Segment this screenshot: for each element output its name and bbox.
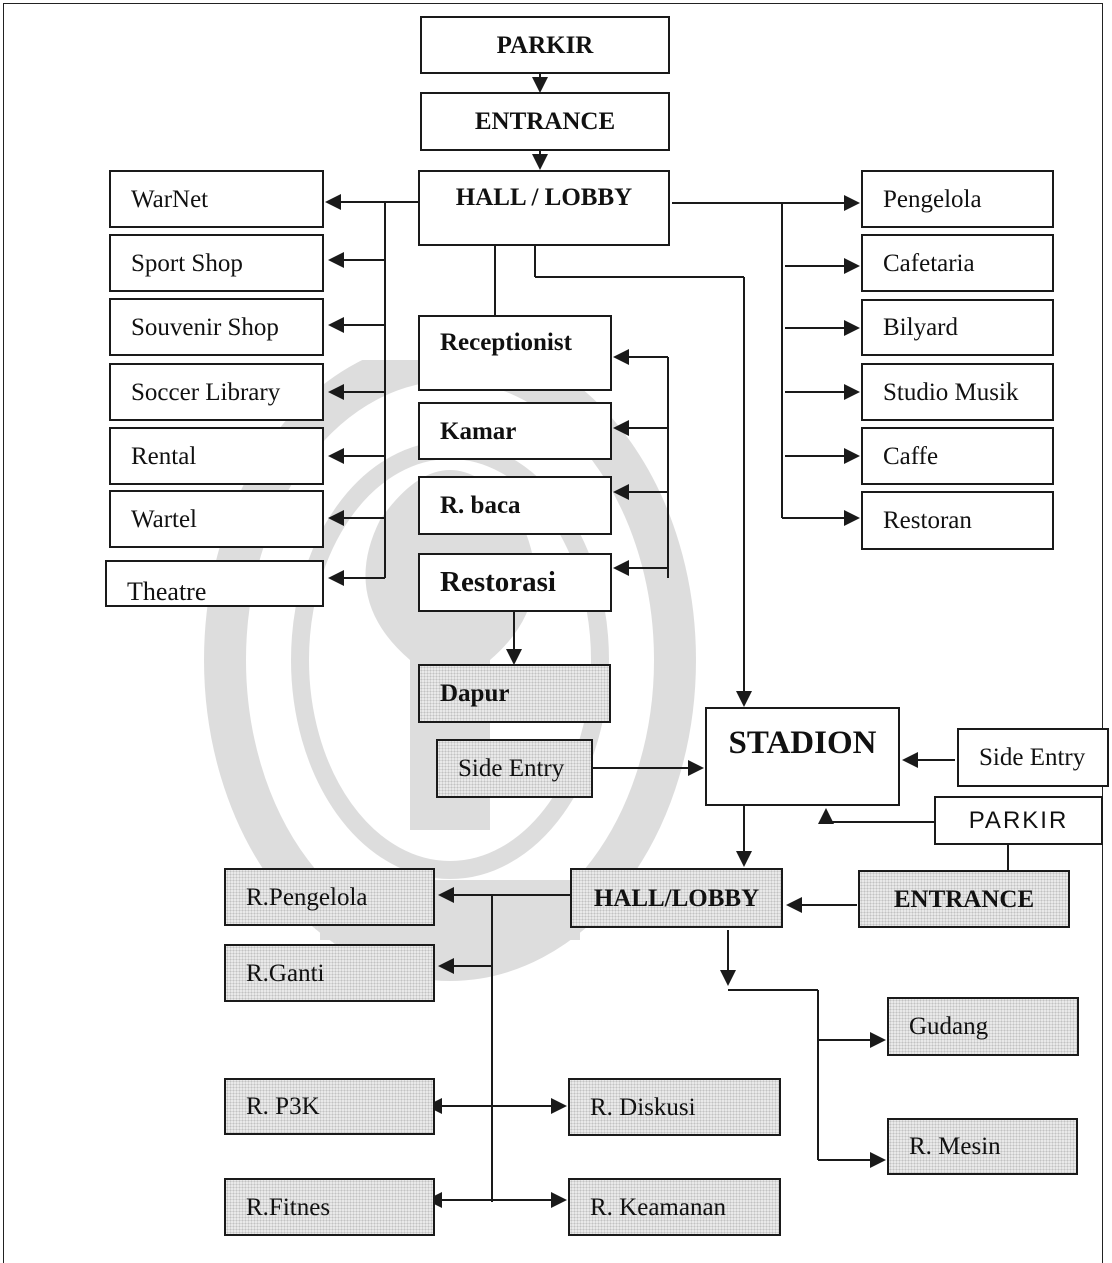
right-facility-cafetaria: Cafetaria — [861, 234, 1054, 292]
right-facility-pengelola: Pengelola — [861, 170, 1054, 228]
left-facility-warnet: WarNet — [109, 170, 324, 228]
left-facility-theatre: Theatre — [105, 560, 324, 607]
side-entry-right-box: Side Entry — [957, 728, 1109, 787]
parkir-bottom-box: PARKIR — [934, 796, 1103, 845]
lower-room-r-mesin: R. Mesin — [887, 1118, 1078, 1175]
lower-room-r-fitnes: R.Fitnes — [224, 1178, 435, 1236]
lower-room-r-p3k: R. P3K — [224, 1078, 435, 1135]
hall-lobby-top-box: HALL / LOBBY — [418, 170, 670, 246]
left-facility-wartel: Wartel — [109, 490, 324, 548]
lower-room-gudang: Gudang — [887, 997, 1079, 1056]
right-facility-bilyard: Bilyard — [861, 299, 1054, 356]
left-facility-souvenir-shop: Souvenir Shop — [109, 298, 324, 356]
hall-lobby-bottom-box: HALL/LOBBY — [570, 868, 783, 928]
dapur-box: Dapur — [418, 664, 611, 723]
entrance-bottom-box: ENTRANCE — [858, 870, 1070, 928]
diagram-frame — [3, 3, 1103, 1263]
parkir-top-box: PARKIR — [420, 16, 670, 74]
center-room-restorasi: Restorasi — [418, 553, 612, 612]
lower-room-r-pengelola: R.Pengelola — [224, 868, 435, 926]
entrance-top-box: ENTRANCE — [420, 92, 670, 151]
side-entry-left-box: Side Entry — [436, 739, 593, 798]
lower-room-r-keamanan: R. Keamanan — [568, 1178, 781, 1236]
lower-room-r-ganti: R.Ganti — [224, 944, 435, 1002]
left-facility-sport-shop: Sport Shop — [109, 234, 324, 292]
stadion-box: STADION — [705, 707, 900, 806]
right-facility-restoran: Restoran — [861, 491, 1054, 550]
center-room-kamar: Kamar — [418, 402, 612, 460]
right-facility-studio-musik: Studio Musik — [861, 363, 1054, 421]
lower-room-r-diskusi: R. Diskusi — [568, 1078, 781, 1136]
center-room-r-baca: R. baca — [418, 476, 612, 535]
right-facility-caffe: Caffe — [861, 427, 1054, 485]
center-room-receptionist: Receptionist — [418, 315, 612, 391]
left-facility-rental: Rental — [109, 427, 324, 485]
left-facility-soccer-library: Soccer Library — [109, 363, 324, 421]
